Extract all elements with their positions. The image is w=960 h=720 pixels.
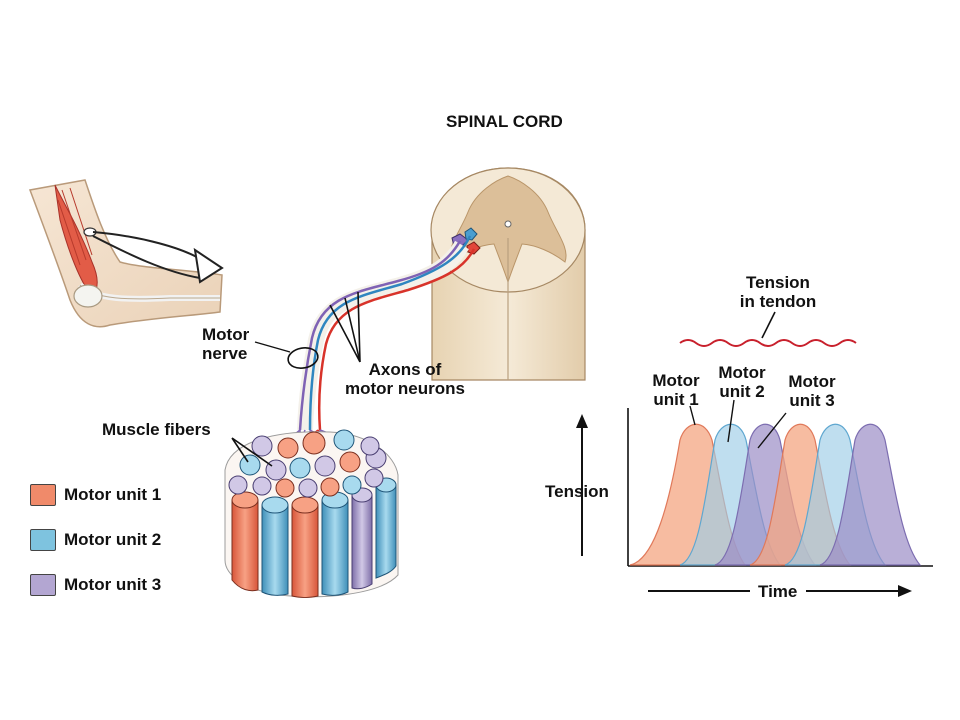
peak-label-unit2-line1: Motor: [718, 363, 766, 382]
peak-label-unit3-line1: Motor: [788, 372, 836, 391]
motor-nerve-label: Motor nerve: [202, 325, 249, 363]
tension-in-tendon-line2: in tendon: [739, 292, 817, 311]
tendon-tension-wave: [679, 339, 857, 347]
motor-nerve-line2: nerve: [202, 344, 248, 363]
peak-label-unit2-line2: unit 2: [719, 382, 765, 401]
legend-label-unit1: Motor unit 1: [64, 485, 162, 504]
graph-y-axis-label: Tension: [545, 482, 609, 501]
peak-label-unit1: Motor unit 1: [646, 371, 706, 409]
motor-nerve-line1: Motor: [202, 325, 250, 344]
peak-label-unit1-line1: Motor: [652, 371, 700, 390]
muscle-fiber-bundle: [224, 429, 399, 598]
peak-label-unit2: Motor unit 2: [712, 363, 772, 401]
graph-x-axis-label: Time: [758, 582, 798, 601]
muscle-fibers-label: Muscle fibers: [102, 420, 211, 439]
peak-label-unit3-line2: unit 3: [789, 391, 835, 410]
x-axis-arrow-icon: [898, 585, 912, 597]
axons-line1: Axons of: [368, 360, 442, 379]
peak-label-unit3: Motor unit 3: [782, 372, 842, 410]
peak-label-unit1-line2: unit 1: [653, 390, 699, 409]
tension-in-tendon-label: Tension in tendon: [728, 273, 828, 311]
spinal-cord-title: SPINAL CORD: [446, 112, 563, 131]
y-axis-arrow-icon: [576, 414, 588, 428]
tension-in-tendon-line1: Tension: [746, 273, 810, 292]
legend-swatch-unit3: [30, 574, 56, 596]
tension-curves: [629, 423, 922, 566]
legend-swatch-unit2: [30, 529, 56, 551]
axons-line2: motor neurons: [345, 379, 465, 398]
spinal-cord: [430, 167, 586, 381]
legend-swatch-unit1: [30, 484, 56, 506]
axons-label: Axons of motor neurons: [335, 360, 475, 398]
zoom-arrow-icon: [193, 247, 224, 284]
legend-label-unit3: Motor unit 3: [64, 575, 162, 594]
arm-illustration: [28, 179, 224, 328]
legend-label-unit2: Motor unit 2: [64, 530, 162, 549]
tension-time-graph: [576, 399, 933, 597]
unit3-peak-b: [819, 423, 922, 566]
